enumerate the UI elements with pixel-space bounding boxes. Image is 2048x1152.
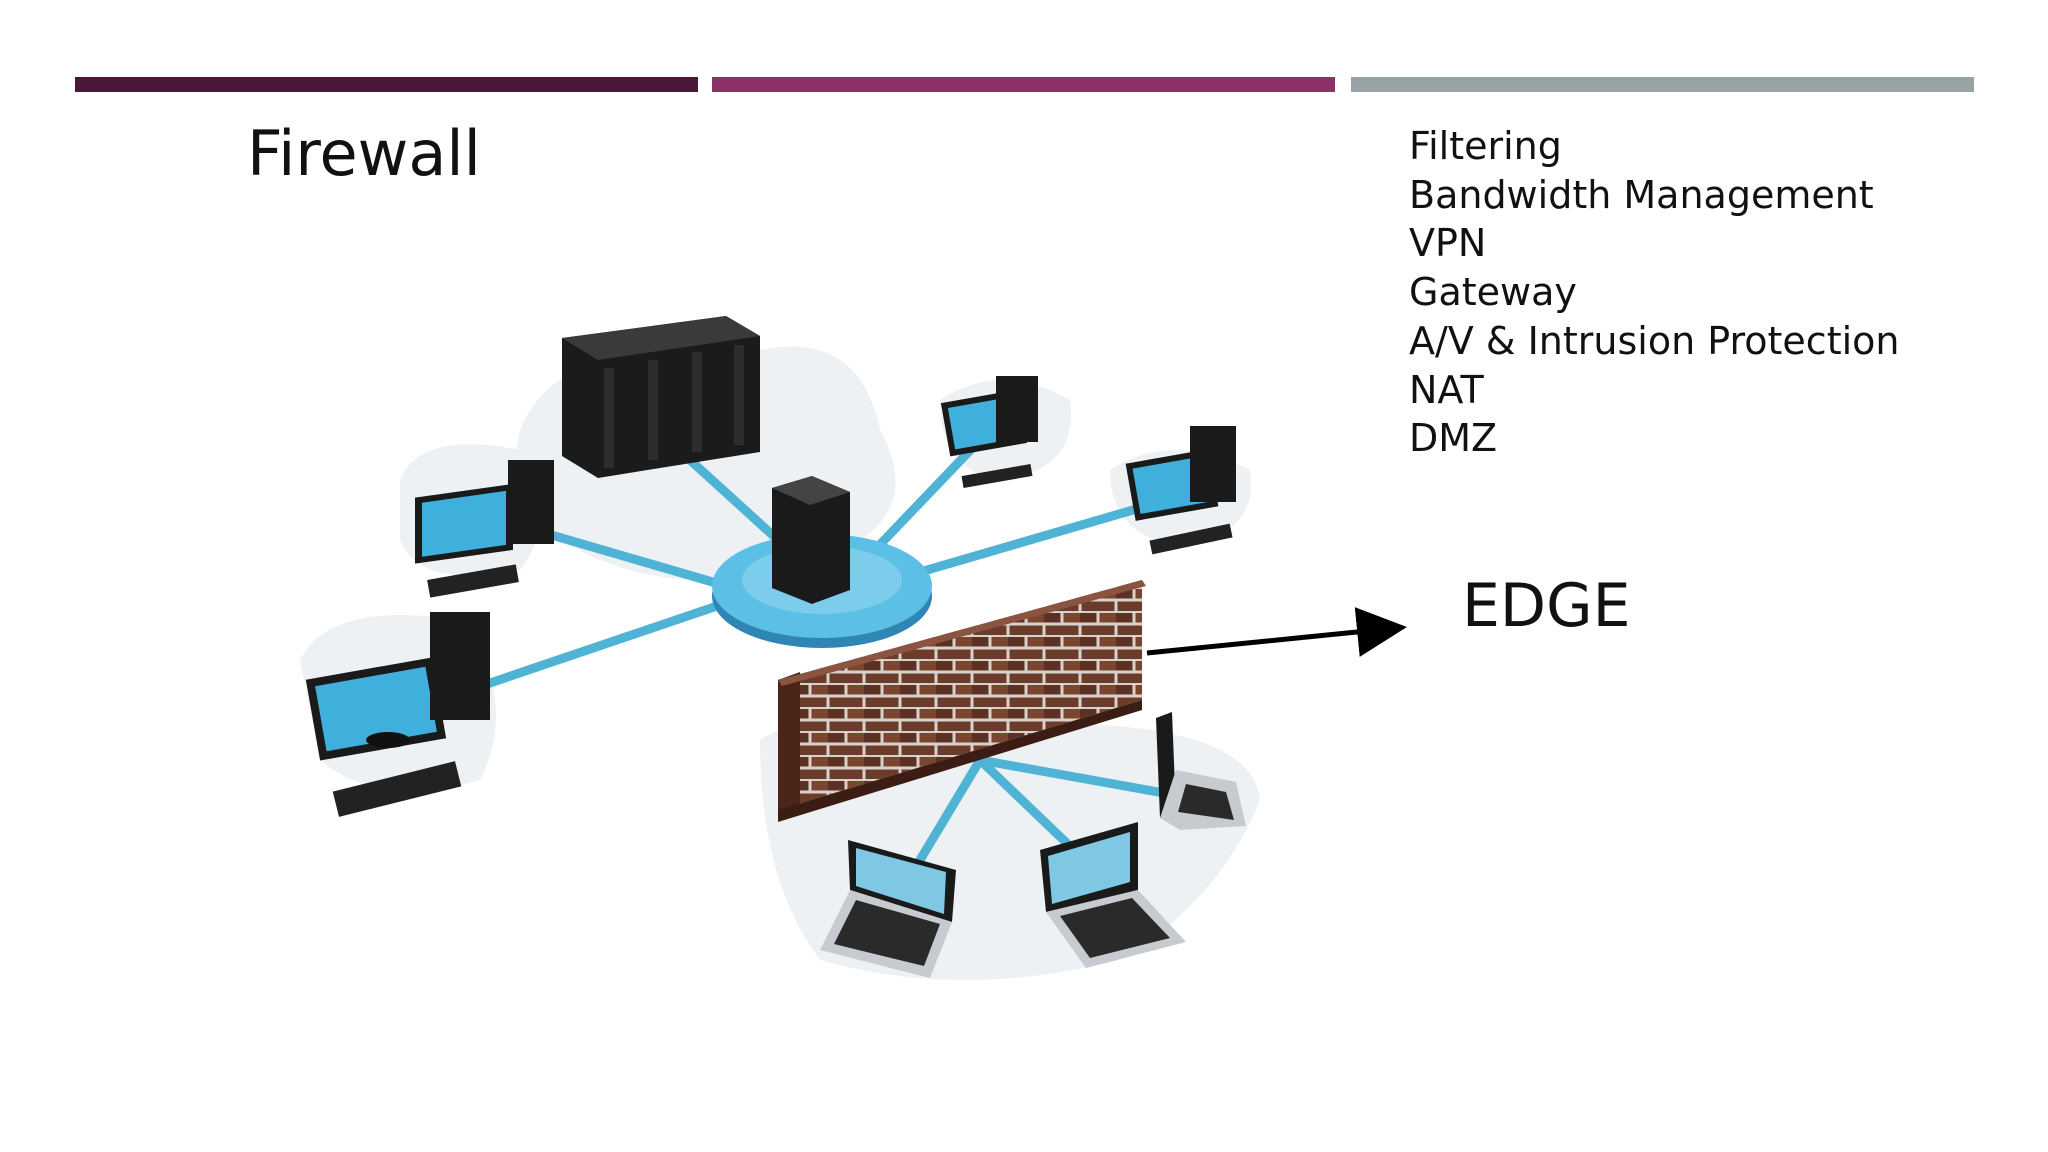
edge-label: EDGE xyxy=(1462,571,1631,641)
workstation-icon xyxy=(940,376,1038,488)
laptop-icon xyxy=(1156,712,1246,830)
laptop-icon xyxy=(820,840,956,978)
laptop-icon xyxy=(1040,822,1186,968)
feature-item: Filtering xyxy=(1409,124,1562,168)
accent-bar-left xyxy=(75,77,698,92)
slide-title: Firewall xyxy=(247,117,481,190)
workstation-icon xyxy=(305,612,490,817)
server-rack xyxy=(562,316,760,478)
feature-item: NAT xyxy=(1409,367,1484,412)
feature-list: Filtering Bandwidth Management VPN Gatew… xyxy=(1409,122,1900,463)
workstation-icon xyxy=(415,460,554,598)
feature-item: Gateway xyxy=(1409,270,1577,315)
edge-arrow xyxy=(1146,607,1407,657)
workstation-icon xyxy=(1125,426,1236,555)
feature-item: Bandwidth Management xyxy=(1409,172,1874,217)
feature-item: VPN xyxy=(1409,221,1487,266)
central-server xyxy=(772,476,850,604)
feature-item: DMZ xyxy=(1409,416,1498,461)
accent-bar-right xyxy=(1351,77,1974,92)
firewall-brick-wall xyxy=(778,580,1146,822)
accent-bar-middle xyxy=(712,77,1335,92)
network-cables xyxy=(435,435,1180,890)
feature-item: A/V & Intrusion Protection xyxy=(1409,318,1900,363)
